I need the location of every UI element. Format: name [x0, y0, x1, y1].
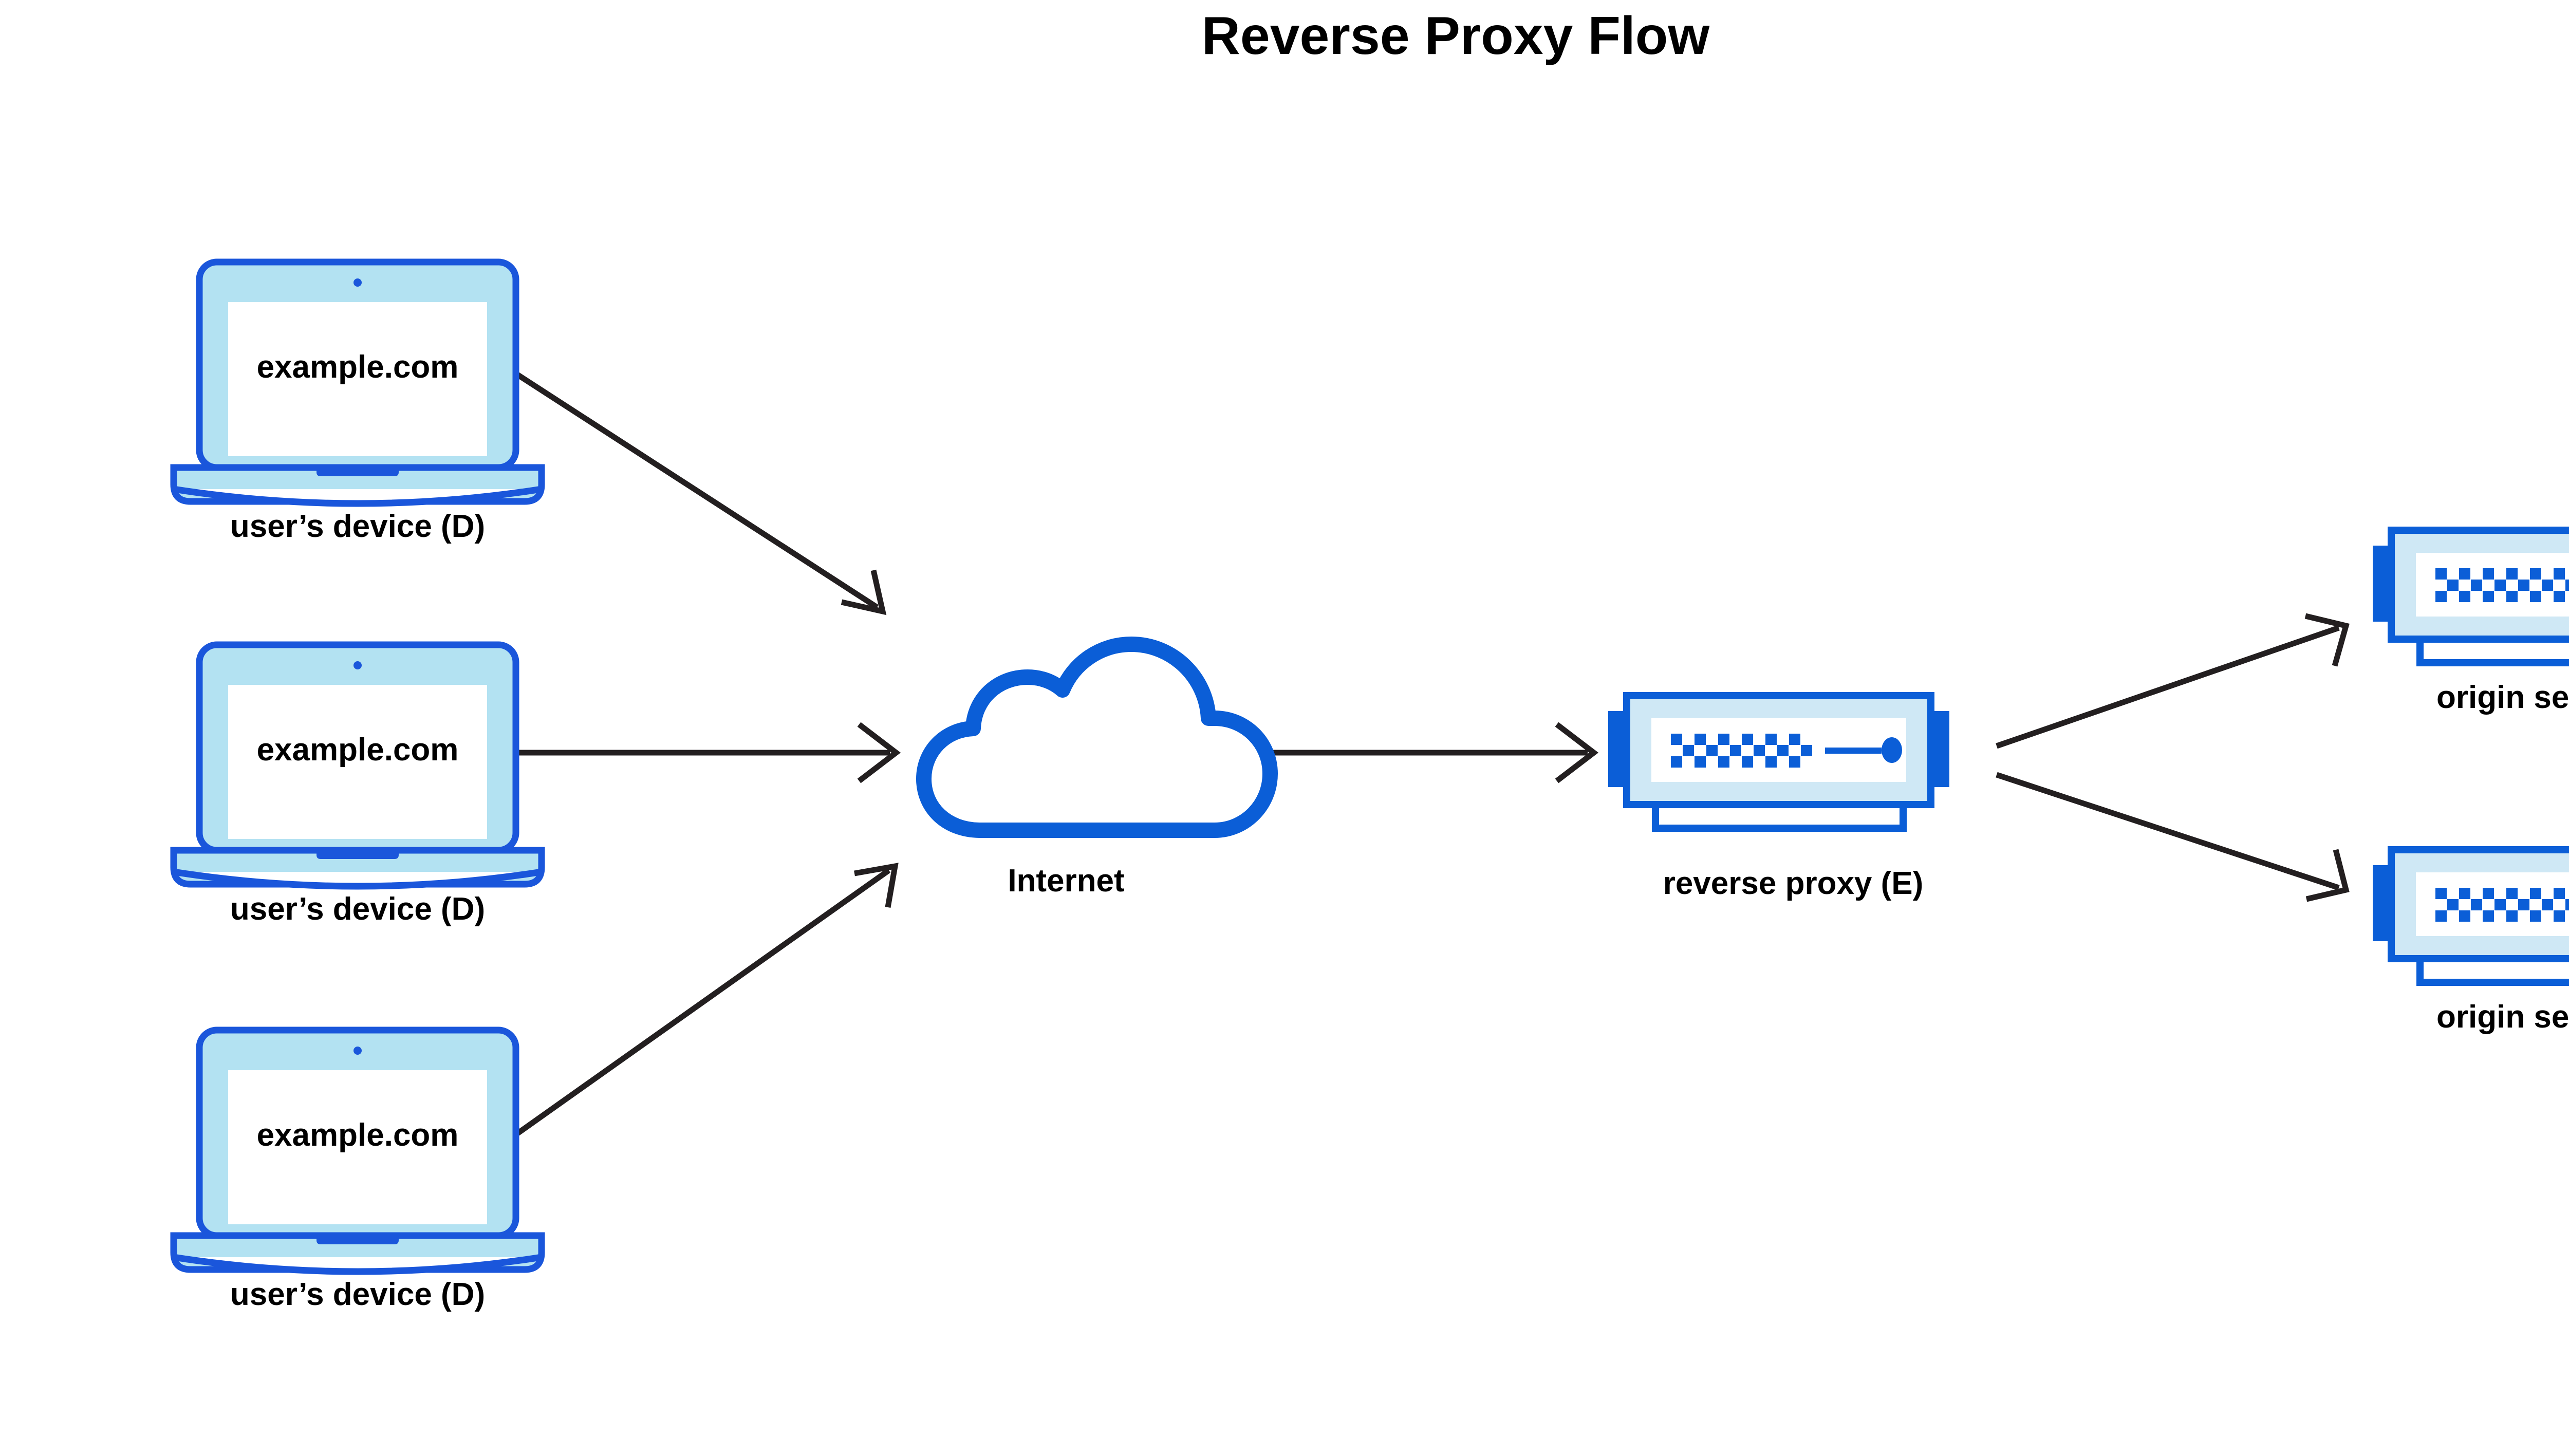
- arrow-reverse-proxy-to-origin-bottom: [1996, 772, 2350, 902]
- arrow-device-top-to-internet: [510, 368, 887, 615]
- device-label: user’s device (D): [230, 1277, 485, 1312]
- arrow-device-middle-to-internet: [507, 722, 901, 783]
- node-origin-server-top[interactable]: origin server (F): [2373, 530, 2569, 715]
- cloud-icon: [924, 644, 1270, 830]
- node-device-top[interactable]: example.com user’s device (D): [174, 262, 542, 544]
- device-screen-text: example.com: [257, 732, 459, 768]
- node-reverse-proxy[interactable]: reverse proxy (E): [1608, 696, 1949, 901]
- arrow-reverse-proxy-to-origin-top: [1996, 613, 2350, 749]
- node-internet[interactable]: Internet: [924, 644, 1270, 899]
- device-label: user’s device (D): [230, 509, 485, 544]
- server-icon: [1608, 696, 1949, 828]
- device-screen-text: example.com: [257, 349, 459, 385]
- origin-server-label: origin server (F): [2436, 680, 2569, 715]
- flow-arrows: [507, 368, 2350, 1140]
- node-device-middle[interactable]: example.com user’s device (D): [174, 645, 542, 927]
- page-title: Reverse Proxy Flow: [1202, 6, 1710, 66]
- origin-server-label: origin server (F): [2436, 999, 2569, 1035]
- node-device-bottom[interactable]: example.com user’s device (D): [174, 1030, 542, 1312]
- server-icon: [2373, 530, 2569, 663]
- node-origin-server-bottom[interactable]: origin server (F): [2373, 850, 2569, 1035]
- arrow-internet-to-reverse-proxy: [1233, 722, 1599, 783]
- server-icon: [2373, 850, 2569, 982]
- device-label: user’s device (D): [230, 891, 485, 927]
- internet-label: Internet: [1008, 863, 1124, 899]
- device-screen-text: example.com: [257, 1117, 459, 1153]
- arrow-device-bottom-to-internet: [510, 863, 899, 1140]
- reverse-proxy-label: reverse proxy (E): [1663, 866, 1924, 901]
